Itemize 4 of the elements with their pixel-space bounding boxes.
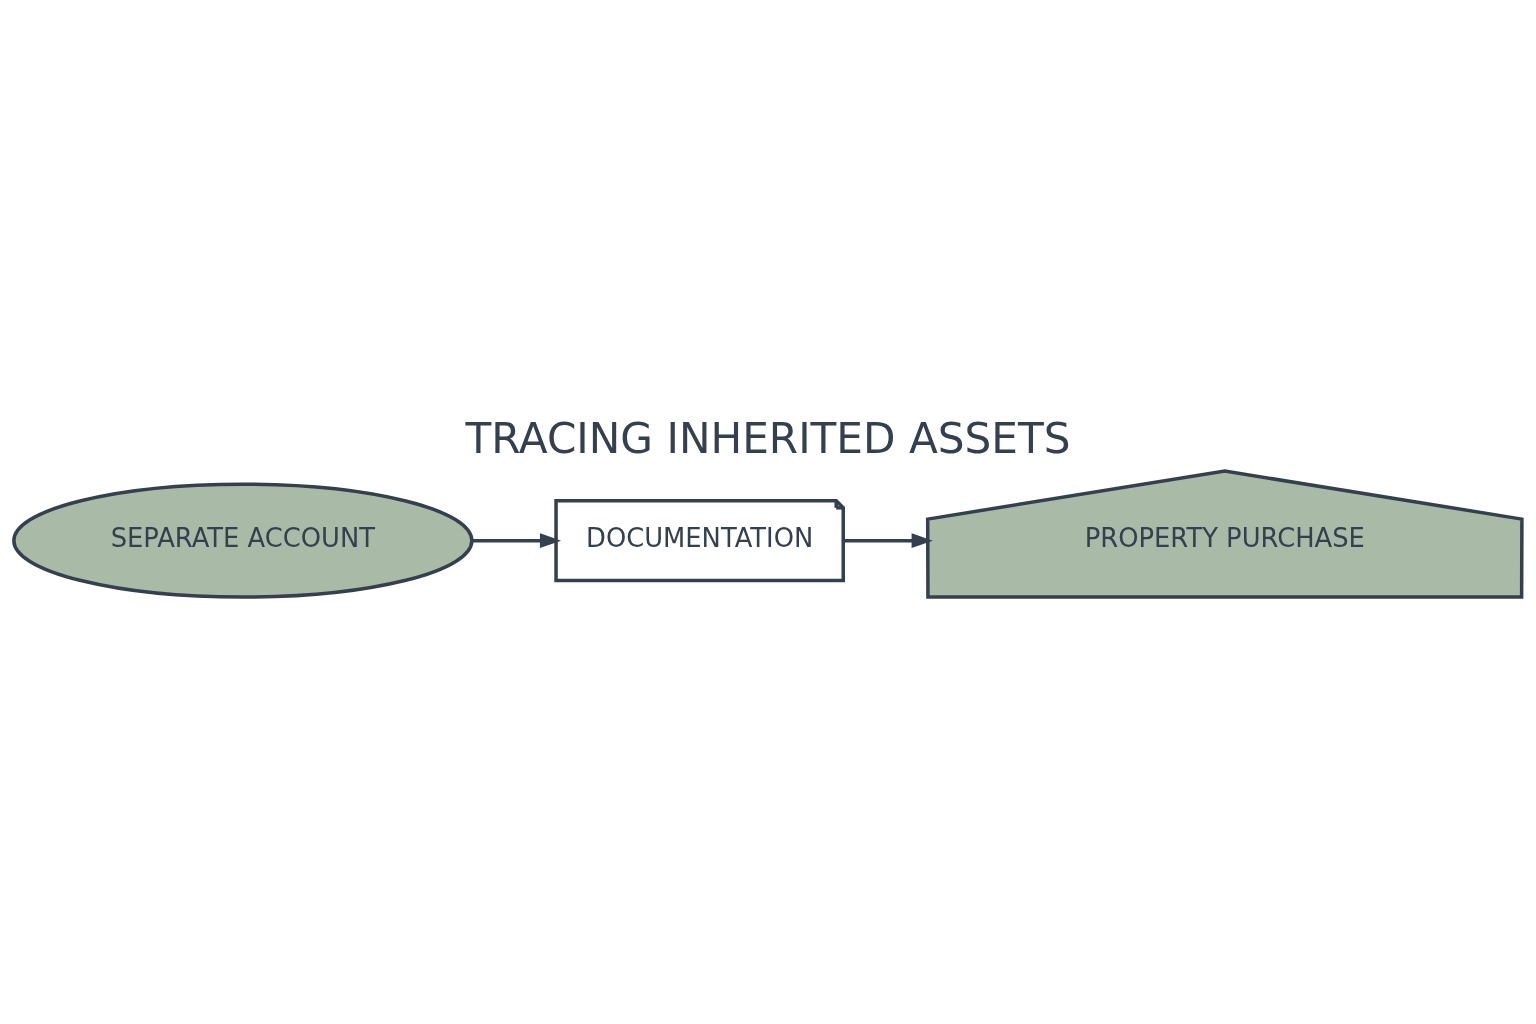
node-ellipse: SEPARATE ACCOUNT <box>12 481 474 599</box>
diagram-title: TRACING INHERITED ASSETS <box>465 413 1071 463</box>
arrow <box>843 532 933 548</box>
arrow <box>471 532 562 548</box>
